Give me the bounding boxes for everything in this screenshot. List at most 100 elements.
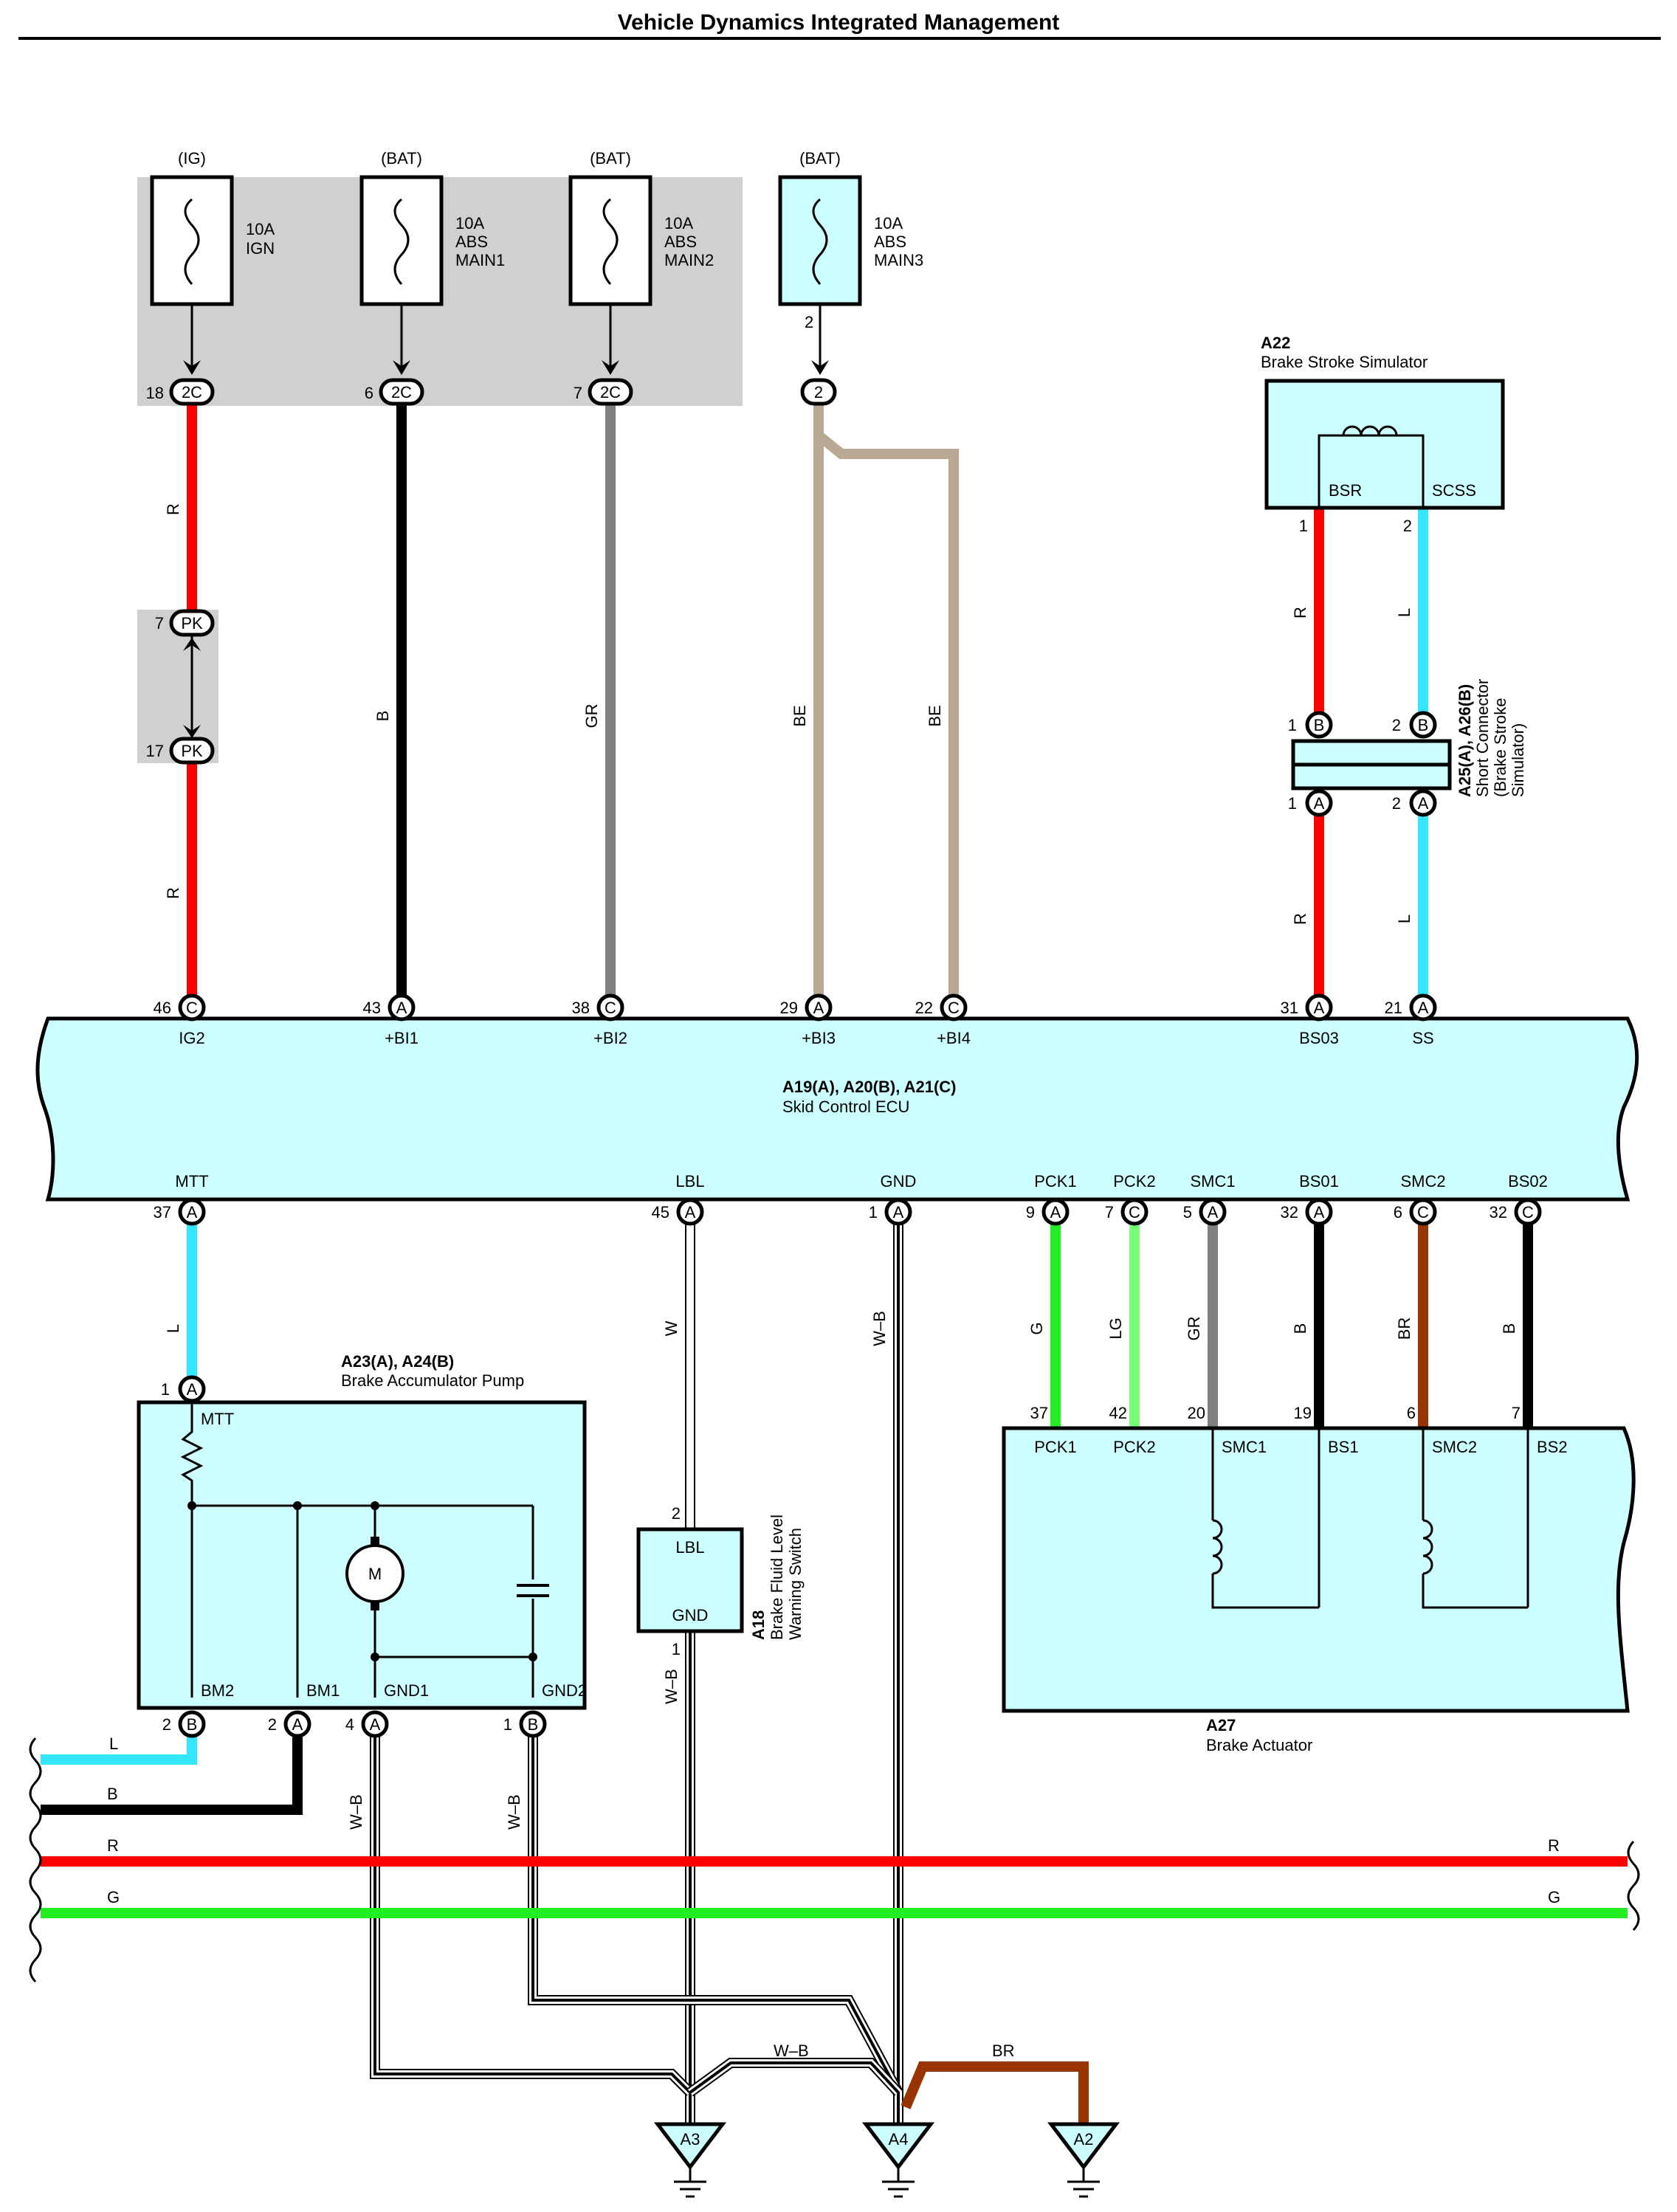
svg-text:W–B: W–B	[347, 1794, 365, 1830]
actuator-pin-number: 37	[1030, 1404, 1048, 1422]
svg-text:2: 2	[1392, 794, 1401, 813]
svg-text:PK: PK	[181, 742, 203, 760]
ecu-top-pin-connector	[805, 993, 833, 1021]
wire-bm1-b	[41, 1724, 303, 1815]
ground-A3: A3	[653, 2122, 727, 2198]
ecu-top-pin-number: 31	[1281, 999, 1298, 1017]
svg-text:2C: 2C	[182, 383, 202, 402]
svg-text:B: B	[373, 711, 392, 722]
fuse-abs-main3: (BAT) 2 10A ABS MAIN3	[778, 149, 923, 375]
svg-text:ABS: ABS	[664, 232, 697, 251]
connector-2c-main2: 7 2C	[574, 378, 633, 406]
ecu-bottom-terminal: PCK2	[1113, 1172, 1155, 1191]
svg-text:BR: BR	[1395, 1317, 1413, 1340]
ecu-top-pin-number: 21	[1385, 999, 1402, 1017]
svg-text:(BAT): (BAT)	[381, 149, 422, 168]
pump-pin-conn: A	[292, 1715, 303, 1734]
svg-text:B: B	[1291, 1323, 1309, 1334]
svg-text:W–B: W–B	[870, 1311, 889, 1346]
ecu-top-pin-connector	[940, 993, 968, 1021]
ecu-bottom-pin-connector	[1199, 1198, 1227, 1226]
junction-pk: 7 PK 17 PK	[146, 609, 215, 765]
ecu-bottom-pin-number: 45	[652, 1203, 669, 1222]
svg-text:MTT: MTT	[201, 1410, 234, 1428]
actuator-terminal: SMC2	[1432, 1438, 1477, 1456]
svg-text:IGN: IGN	[246, 239, 275, 258]
pump-pin-connector	[361, 1710, 389, 1738]
svg-text:G: G	[1027, 1322, 1046, 1334]
ecu-bottom-pin-number: 7	[1105, 1203, 1114, 1222]
ground-triangle-icon	[653, 2122, 727, 2171]
ecu-top-pin-connector	[1409, 993, 1437, 1021]
wire-labels-top: R R B GR BE BE R L R L	[164, 503, 1413, 925]
ecu-bottom-pin-number: 1	[869, 1203, 878, 1222]
svg-text:(BAT): (BAT)	[590, 149, 631, 168]
svg-text:17: 17	[146, 742, 164, 760]
ecu-bottom-pin-connector	[1120, 1198, 1149, 1226]
connector-2c-main1: 6 2C	[365, 378, 424, 406]
ecu-top-pin-conn: C	[605, 999, 616, 1017]
pump-pin-conn: A	[370, 1715, 381, 1734]
pump-terminal: BM1	[306, 1681, 340, 1700]
ecu-top-pin-terminal: +BI4	[937, 1029, 971, 1047]
svg-text:W–B: W–B	[662, 1669, 681, 1704]
ecu-top-pin-conn: A	[813, 999, 824, 1017]
page-title: Vehicle Dynamics Integrated Management	[618, 10, 1060, 35]
brake-actuator: A27 Brake Actuator	[1002, 1426, 1636, 1754]
svg-text:L: L	[109, 1734, 118, 1753]
ground-triangle-icon	[861, 2122, 935, 2171]
ecu-bottom-pin-connector	[178, 1198, 206, 1226]
svg-text:1: 1	[672, 1640, 681, 1658]
pump-pin-connector	[178, 1710, 206, 1738]
svg-text:BE: BE	[791, 705, 809, 726]
actuator-terminal: BS2	[1537, 1438, 1568, 1456]
fuse-abs-main1: (BAT) 10A ABS MAIN1	[359, 149, 505, 375]
ecu-top-pin-terminal: +BI2	[593, 1029, 627, 1047]
svg-text:7: 7	[155, 614, 164, 633]
connector-main3: 2	[800, 378, 837, 406]
svg-text:G: G	[107, 1888, 120, 1906]
ecu-bottom-pin-conn: A	[893, 1203, 904, 1222]
ecu-bottom-pin-conn: C	[1129, 1203, 1140, 1222]
ecu-top-pin-number: 43	[363, 999, 381, 1017]
svg-text:R: R	[107, 1836, 119, 1855]
svg-text:A23(A), A24(B): A23(A), A24(B)	[341, 1352, 454, 1371]
smc1-coil-icon	[1212, 1519, 1223, 1575]
ecu-top-pin-terminal: BS03	[1299, 1029, 1339, 1047]
simulator-coil-icon	[1342, 425, 1398, 436]
svg-text:GR: GR	[1185, 1317, 1203, 1341]
svg-text:2: 2	[1403, 517, 1412, 535]
svg-text:B: B	[107, 1785, 118, 1803]
ecu-bottom-pin-number: 37	[154, 1203, 171, 1222]
svg-text:10A: 10A	[874, 214, 903, 232]
ecu-bottom-terminal: BS01	[1299, 1172, 1339, 1191]
wire-labels-bottom: L W W–B G LG GR B BR B W–B W–B W–B L B R…	[107, 1311, 1560, 2060]
svg-text:R: R	[1548, 1836, 1560, 1855]
svg-text:1: 1	[1288, 794, 1297, 813]
actuator-pin-number: 7	[1512, 1404, 1521, 1422]
ecu-bottom-pin-number: 9	[1026, 1203, 1035, 1222]
svg-text:BR: BR	[992, 2042, 1015, 2060]
svg-text:B: B	[1418, 716, 1429, 734]
svg-text:W: W	[662, 1320, 681, 1336]
ecu-bottom-pin-number: 32	[1281, 1203, 1298, 1222]
svg-text:MAIN2: MAIN2	[664, 251, 714, 269]
svg-text:BSR: BSR	[1329, 481, 1362, 500]
svg-text:2C: 2C	[391, 383, 412, 402]
brake-stroke-simulator: A22 Brake Stroke Simulator BSR SCSS 1 2	[1261, 334, 1505, 535]
ecu-top-pin-connector	[1305, 993, 1333, 1021]
